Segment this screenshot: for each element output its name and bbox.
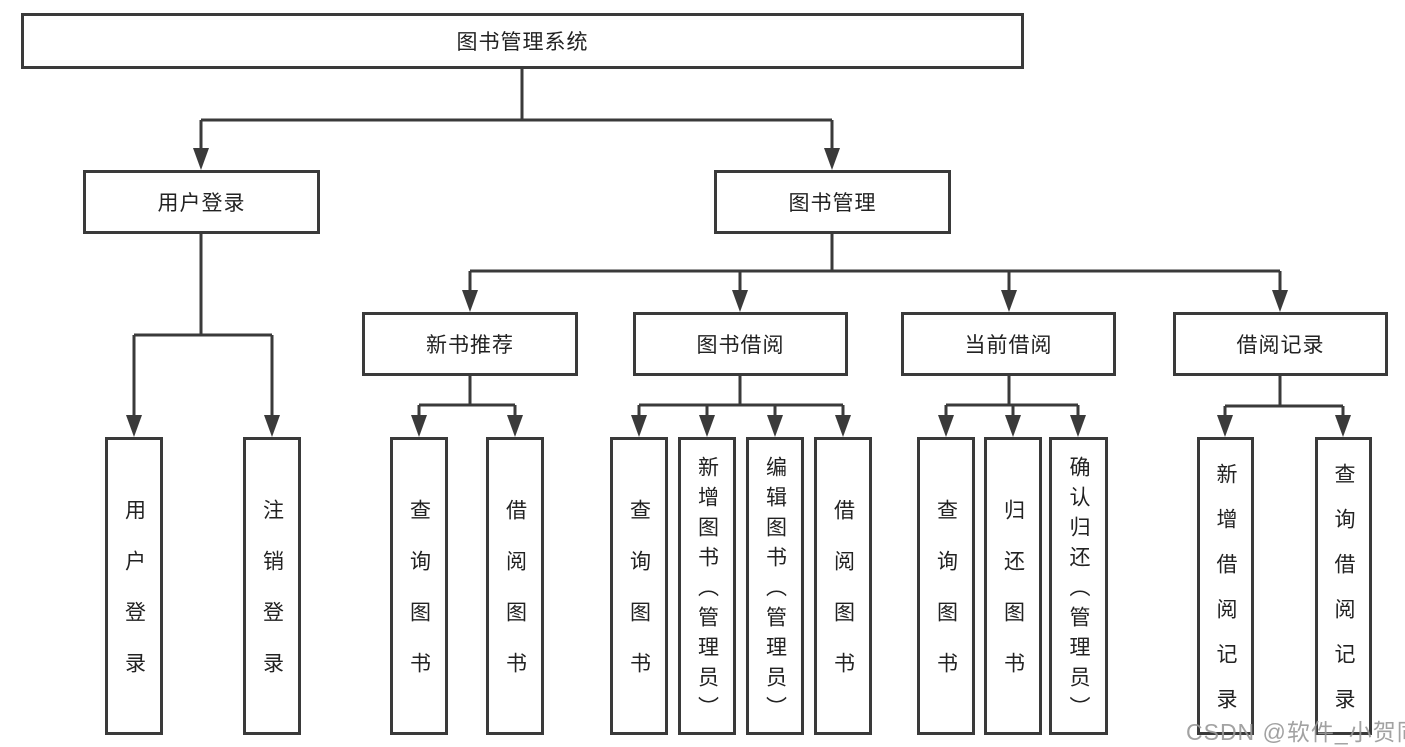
leaf-edit-book-admin: 编辑图书（管理员） [746, 437, 804, 735]
leaf-query-books-current: 查询图书 [917, 437, 975, 735]
leaf-query-books-borrow: 查询图书 [610, 437, 668, 735]
leaf-query-books-current-label: 查询图书 [934, 499, 958, 703]
node-current-borrow-label: 当前借阅 [964, 334, 1053, 357]
leaf-add-borrow-record-label: 新增借阅记录 [1214, 463, 1237, 733]
leaf-query-books-recommend: 查询图书 [390, 437, 448, 735]
leaf-add-borrow-record: 新增借阅记录 [1197, 437, 1254, 735]
node-borrow-records: 借阅记录 [1173, 312, 1388, 376]
node-user-login-label: 用户登录 [157, 192, 246, 215]
leaf-confirm-return-admin: 确认归还（管理员） [1049, 437, 1108, 735]
leaf-add-book-admin: 新增图书（管理员） [678, 437, 736, 735]
leaf-confirm-return-admin-label: 确认归还（管理员） [1067, 455, 1090, 726]
leaf-return-book: 归还图书 [984, 437, 1042, 735]
leaf-borrow-books-recommend: 借阅图书 [486, 437, 544, 735]
leaf-borrow-books-recommend-label: 借阅图书 [503, 499, 527, 703]
leaf-return-book-label: 归还图书 [1001, 499, 1025, 703]
node-book-management: 图书管理 [714, 170, 951, 234]
leaf-borrow-books-label: 借阅图书 [831, 499, 855, 703]
node-current-borrow: 当前借阅 [901, 312, 1116, 376]
node-root: 图书管理系统 [21, 13, 1024, 69]
leaf-query-books-recommend-label: 查询图书 [407, 499, 431, 703]
node-root-label: 图书管理系统 [456, 31, 589, 54]
leaf-logout: 注销登录 [243, 437, 301, 735]
leaf-borrow-books: 借阅图书 [814, 437, 872, 735]
leaf-user-login: 用户登录 [105, 437, 163, 735]
leaf-query-borrow-record-label: 查询借阅记录 [1332, 463, 1355, 733]
node-book-management-label: 图书管理 [788, 192, 877, 215]
leaf-query-borrow-record: 查询借阅记录 [1315, 437, 1372, 735]
leaf-add-book-admin-label: 新增图书（管理员） [695, 455, 719, 726]
node-borrow-records-label: 借阅记录 [1236, 334, 1325, 357]
leaf-edit-book-admin-label: 编辑图书（管理员） [763, 455, 787, 726]
leaf-user-login-label: 用户登录 [122, 499, 146, 703]
csdn-watermark: CSDN @软件_小贺同学 [1186, 719, 1405, 745]
leaf-query-books-borrow-label: 查询图书 [627, 499, 651, 703]
node-book-borrow-label: 图书借阅 [696, 334, 785, 357]
node-new-book-recommend-label: 新书推荐 [426, 334, 514, 357]
node-user-login: 用户登录 [83, 170, 320, 234]
node-book-borrow: 图书借阅 [633, 312, 848, 376]
leaf-logout-label: 注销登录 [260, 499, 284, 703]
node-new-book-recommend: 新书推荐 [362, 312, 578, 376]
